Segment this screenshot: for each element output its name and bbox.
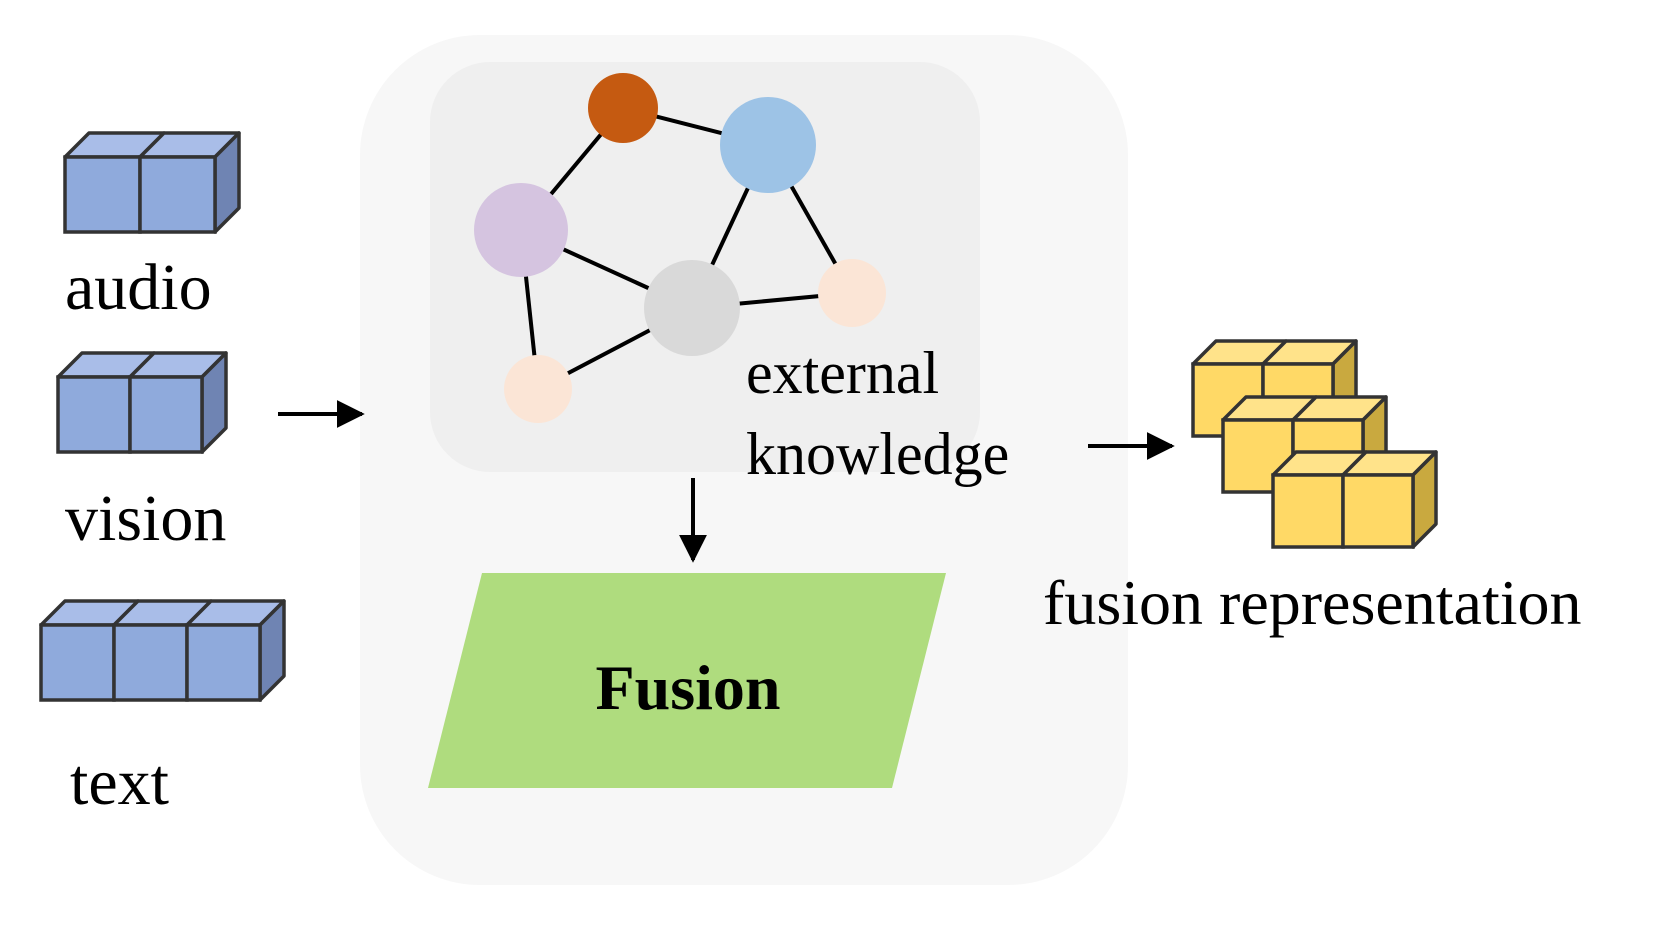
external-knowledge-label-line1: external [746, 340, 939, 406]
text-feature-cubes [39, 599, 286, 702]
vision-label: vision [65, 482, 226, 555]
graph-node-purple [474, 183, 568, 277]
fusion-block [428, 573, 946, 788]
graph-nodes [474, 73, 886, 423]
fusion-representation-label: fusion representation [1043, 567, 1582, 638]
text-label: text [70, 746, 169, 819]
fusion-label: Fusion [596, 652, 781, 723]
text-cube-front-face [39, 623, 116, 702]
vision-cube-front-face [56, 375, 132, 454]
graph-node-orange [588, 73, 658, 143]
fusion-representation-cubes [1191, 339, 1438, 549]
graph-node-blue [720, 97, 816, 193]
vision-feature-cubes [56, 351, 228, 454]
graph-node-peach-right [818, 259, 886, 327]
text-cube-front-face [185, 623, 262, 702]
text-cube-front-face [112, 623, 189, 702]
audio-label: audio [65, 251, 212, 324]
graph-node-peach-bottom [504, 355, 572, 423]
graph-node-gray [644, 260, 740, 356]
audio-cube-front-face [63, 155, 142, 234]
audio-cube-front-face [138, 155, 217, 234]
vision-cube-front-face [128, 375, 204, 454]
output-cube-front-front-face [1341, 473, 1415, 549]
audio-feature-cubes [63, 131, 241, 234]
external-knowledge-label-line2: knowledge [746, 421, 1009, 487]
output-cube-front-front-face [1271, 473, 1345, 549]
